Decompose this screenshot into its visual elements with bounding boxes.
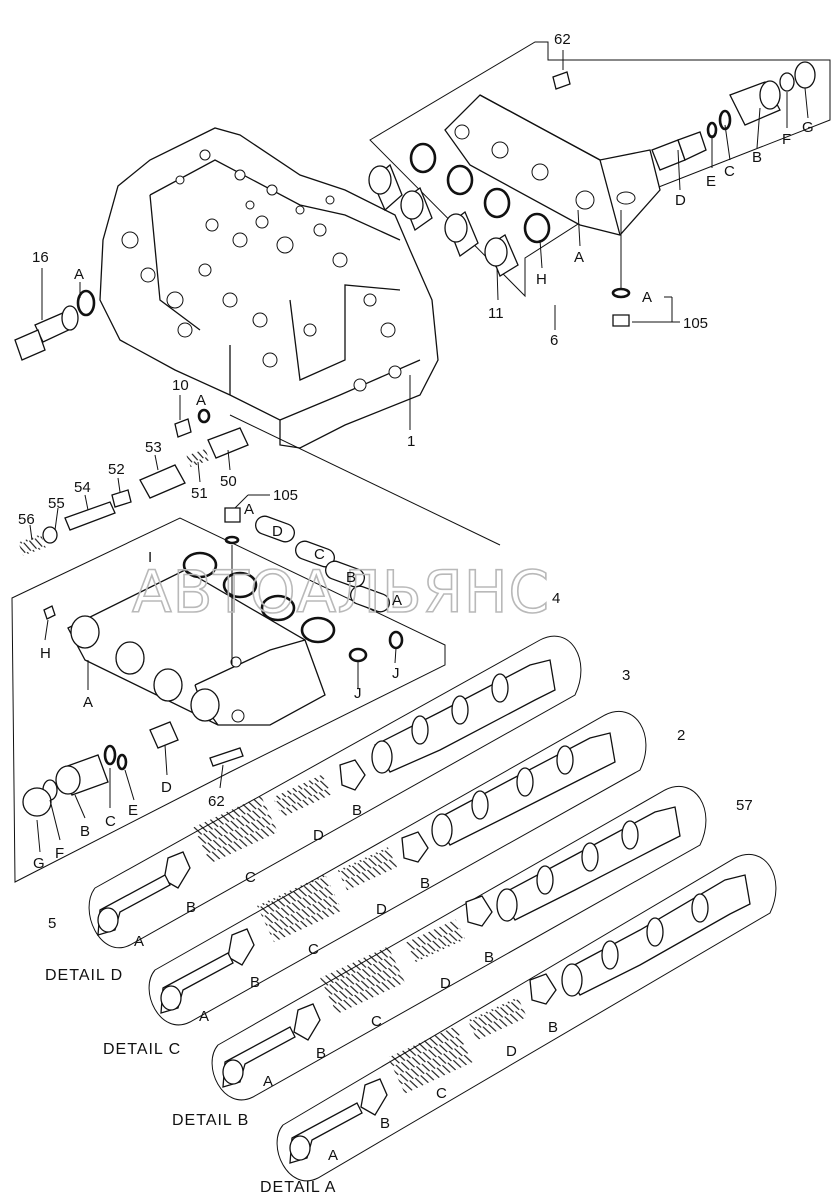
callout-C-top: C [724, 163, 735, 180]
sleeves-11 [368, 163, 519, 277]
callout-B-5: B [80, 823, 90, 840]
detail-D-caption: DETAIL D [45, 967, 123, 984]
callout-53: 53 [145, 439, 162, 456]
callout-51: 51 [191, 485, 208, 502]
callout-F-top: F [782, 131, 791, 148]
callout-4: 4 [552, 590, 560, 607]
detail-A-label-D: D [506, 1043, 517, 1060]
detail-B-label-A: A [263, 1073, 273, 1090]
detail-C-label-B2: B [250, 974, 260, 991]
detail-D-label-A: A [134, 933, 144, 950]
valve-housing-6 [444, 94, 661, 236]
callout-105a: 105 [683, 315, 708, 332]
callout-I: I [148, 549, 152, 566]
detail-B-label-B2: B [316, 1045, 326, 1062]
o-rings-6 [409, 142, 551, 244]
watermark-text: АВТОАЛЬЯНС [132, 558, 550, 626]
callout-B-top: B [752, 149, 762, 166]
detail-B-label-C: C [371, 1013, 382, 1030]
callout-5: 5 [48, 915, 56, 932]
detail-D-label-B2: B [186, 899, 196, 916]
detail-A-label-A: A [328, 1147, 338, 1164]
callout-A-10: A [196, 392, 206, 409]
callout-3: 3 [622, 667, 630, 684]
detail-C-label-A: A [199, 1008, 209, 1025]
callout-105b: 105 [273, 487, 298, 504]
callout-6: 6 [550, 332, 558, 349]
detail-captions: DETAIL D DETAIL C DETAIL B DETAIL A [45, 967, 336, 1196]
callout-C-mid: C [314, 546, 325, 563]
section-6-assembly [368, 41, 831, 327]
callout-A-top: A [574, 249, 584, 266]
callout-16: 16 [32, 249, 49, 266]
callout-B-mid: B [346, 569, 356, 586]
callout-D-mid: D [272, 523, 283, 540]
leader-lines [29, 50, 809, 853]
part-10-plug [174, 408, 211, 438]
callout-A-16: A [74, 266, 84, 283]
callout-E-5: E [128, 802, 138, 819]
detail-B-label-D: D [440, 975, 451, 992]
detail-D-group [88, 635, 582, 949]
detail-A-group [276, 853, 777, 1182]
section-5-assembly [11, 507, 446, 883]
callout-55: 55 [48, 495, 65, 512]
callout-A-blk: A [83, 694, 93, 711]
callout-labels: 62 16 A D E C B F G A H 11 6 A 105 10 A … [18, 31, 814, 1164]
callout-H-mid: H [40, 645, 51, 662]
callout-G-top: G [802, 119, 814, 136]
detail-A-caption: DETAIL A [260, 1179, 336, 1196]
callout-A-mid: A [392, 592, 402, 609]
valve-housing-5 [67, 569, 326, 726]
detail-C-label-B1: B [420, 875, 430, 892]
valve-body-main [99, 127, 439, 449]
callout-J1: J [392, 665, 400, 682]
callout-10: 10 [172, 377, 189, 394]
callout-C-5: C [105, 813, 116, 830]
callout-1: 1 [407, 433, 415, 450]
detail-B-group [211, 785, 707, 1101]
detail-D-label-D: D [313, 827, 324, 844]
callout-H-top: H [536, 271, 547, 288]
callout-54: 54 [74, 479, 91, 496]
callout-50: 50 [220, 473, 237, 490]
plug-105-mid [224, 507, 241, 665]
callout-F-5: F [55, 845, 64, 862]
callout-11: 11 [488, 305, 504, 322]
detail-B-caption: DETAIL B [172, 1112, 249, 1129]
callout-D-top: D [675, 192, 686, 209]
valve-body-ports [121, 149, 402, 392]
o-rings-5 [182, 551, 404, 663]
callout-62-top: 62 [554, 31, 571, 48]
callout-A-105a: A [642, 289, 652, 306]
callout-G-5: G [33, 855, 45, 872]
detail-C-label-D: D [376, 901, 387, 918]
callout-57: 57 [736, 797, 753, 814]
detail-C-label-C: C [308, 941, 319, 958]
detail-A-label-C: C [436, 1085, 447, 1102]
callout-J2: J [354, 685, 362, 702]
sleeves-5 [255, 515, 390, 613]
callout-52: 52 [108, 461, 125, 478]
callout-2: 2 [677, 727, 685, 744]
callout-62-mid: 62 [208, 793, 225, 810]
relief-valve-parts [18, 427, 249, 556]
detail-C-caption: DETAIL C [103, 1041, 181, 1058]
callout-56: 56 [18, 511, 35, 528]
detail-D-label-C: C [245, 869, 256, 886]
callout-D-5: D [161, 779, 172, 796]
plug-105-top [611, 287, 631, 327]
detail-A-label-B2: B [380, 1115, 390, 1132]
part-16-plug [14, 289, 96, 361]
plug-assembly-top [552, 61, 816, 171]
plug-assembly-5 [22, 721, 179, 817]
detail-D-label-B1: B [352, 802, 362, 819]
detail-B-label-B1: B [484, 949, 494, 966]
detail-C-group [148, 710, 647, 1026]
callout-E-top: E [706, 173, 716, 190]
callout-A-105b: A [244, 501, 254, 518]
detail-A-label-B1: B [548, 1019, 558, 1036]
